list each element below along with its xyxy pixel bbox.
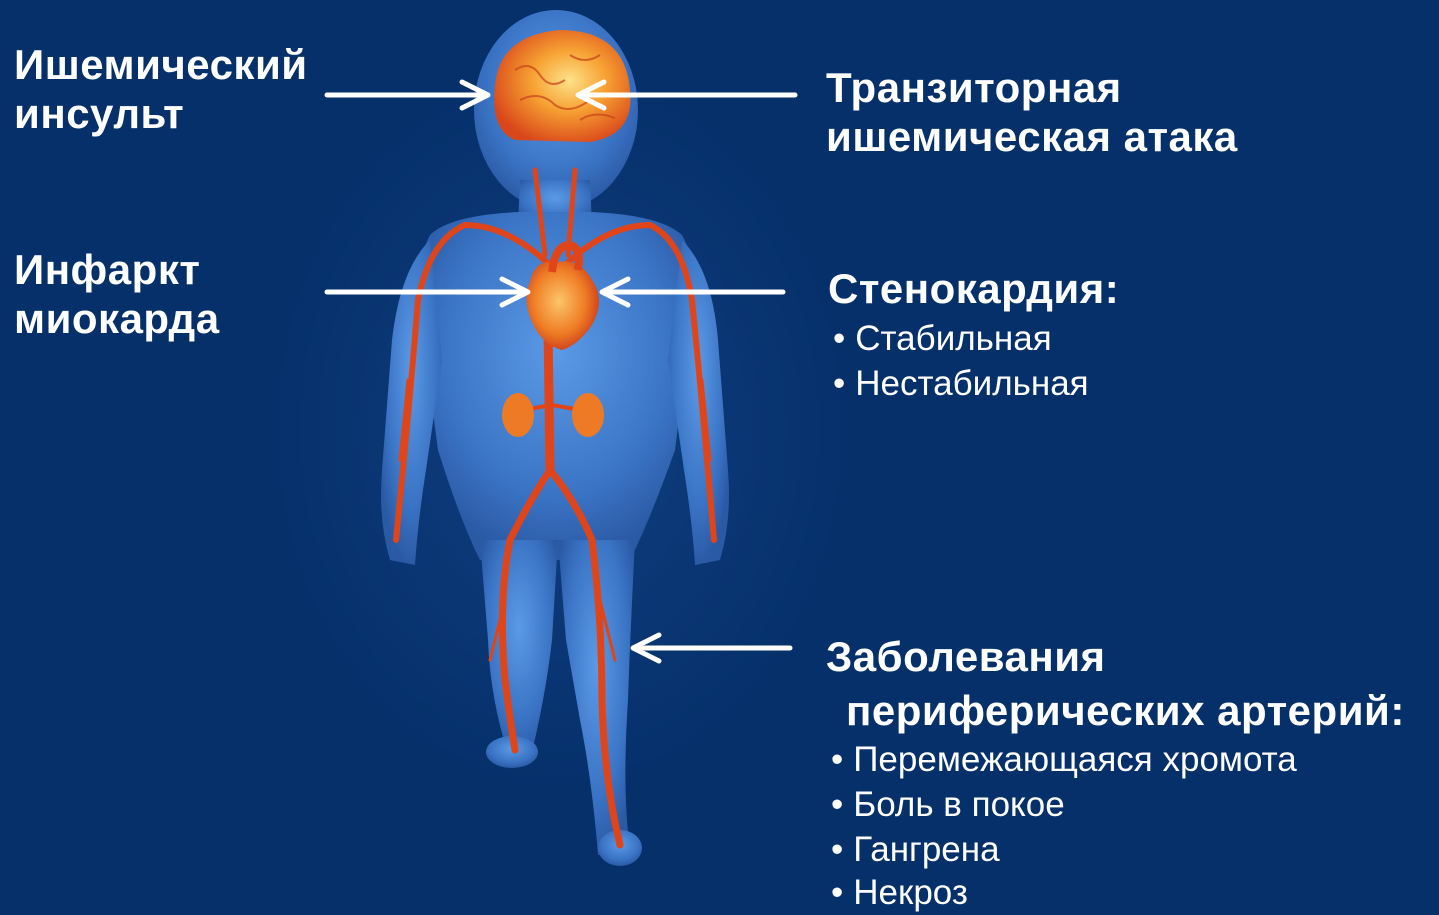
- arrow-mi-icon: [327, 279, 528, 305]
- arrow-pad-icon: [633, 635, 790, 661]
- arrow-angina-icon: [602, 279, 783, 305]
- arrow-stroke-icon: [327, 82, 488, 108]
- arrow-tia-icon: [578, 82, 795, 108]
